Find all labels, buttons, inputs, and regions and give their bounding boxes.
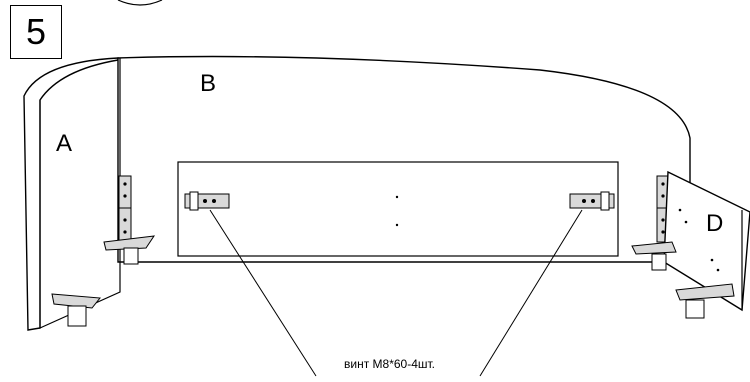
label-d: D <box>706 210 724 237</box>
panel-a <box>23 57 121 331</box>
leader-line-left <box>209 209 317 377</box>
step-number-box: 5 <box>10 5 62 59</box>
dot-marker <box>395 195 399 199</box>
leader-line-right <box>479 209 583 377</box>
leg-foot <box>103 235 156 265</box>
rail-board <box>177 161 619 257</box>
label-a: A <box>56 130 73 157</box>
label-b: B <box>200 70 217 97</box>
leg-foot <box>675 283 735 319</box>
partial-arc-top <box>117 0 163 6</box>
panel-d <box>663 170 750 312</box>
hinge-left <box>118 175 132 243</box>
callout-caption: винт М8*60-4шт. <box>344 357 436 371</box>
leg-foot <box>51 293 101 327</box>
bracket-right <box>569 191 615 211</box>
dot-marker <box>395 223 399 227</box>
bracket-left <box>184 191 230 211</box>
leg-foot <box>631 241 677 271</box>
